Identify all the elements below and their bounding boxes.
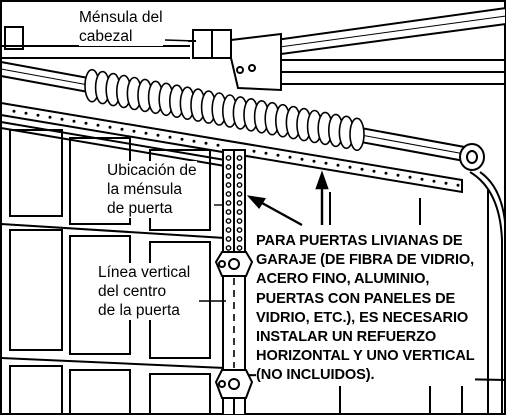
- door-top-edge: [0, 121, 226, 167]
- door-bracket-location-line3: de puerta: [107, 200, 173, 217]
- wall-block: [4, 26, 24, 50]
- header-bracket-label-line2: cabezal: [79, 28, 133, 45]
- warning-line-8: (NO INCLUIDOS).: [256, 367, 375, 384]
- warning-line-5: VIDRIO, ETC.), ES NECESARIO: [256, 309, 469, 326]
- warning-line-3: ACERO FINO, ALUMINIO,: [256, 271, 430, 288]
- door-bracket-upper: [214, 251, 254, 277]
- header-beams: [1, 45, 506, 85]
- shaft-end-drum: [459, 143, 485, 171]
- warning-line-1: PARA PUERTAS LIVIANAS DE: [256, 233, 463, 249]
- warning-line-6: INSTALAR UN REFUERZO: [256, 329, 437, 346]
- torsion-spring: [84, 68, 365, 152]
- lightweight-door-warning: PARA PUERTAS LIVIANAS DE GARAJE (DE FIBR…: [256, 232, 475, 386]
- vertical-centerline-line1: Línea vertical: [98, 264, 191, 281]
- strut-perforations: [225, 155, 243, 251]
- door-bracket-location-line1: Ubicación de: [107, 162, 197, 179]
- header-bracket: [188, 29, 282, 92]
- vertical-centerline-line3: de la puerta: [98, 302, 180, 319]
- door-top-rail: [0, 101, 463, 194]
- door-bracket-location-label: Ubicación de la ménsula de puerta: [107, 161, 197, 218]
- door-bracket-location-line2: la ménsula: [107, 181, 182, 198]
- door-bracket-lower: [214, 369, 254, 415]
- leader-lines: [164, 39, 226, 302]
- header-bracket-label: Ménsula del cabezal: [79, 8, 163, 46]
- callout-arrows: [246, 170, 329, 227]
- warning-line-2: GARAJE (DE FIBRA DE VIDRIO,: [256, 252, 475, 269]
- vertical-centerline-label: Línea vertical del centro de la puerta: [98, 263, 191, 320]
- rail-perforations: [12, 109, 460, 187]
- warning-line-7: HORIZONTAL Y UNO VERTICAL: [256, 348, 475, 365]
- vertical-centerline-line2: del centro: [98, 283, 167, 300]
- warning-line-4: PUERTAS CON PANELES DE: [256, 290, 456, 307]
- header-bracket-label-line1: Ménsula del: [79, 9, 163, 26]
